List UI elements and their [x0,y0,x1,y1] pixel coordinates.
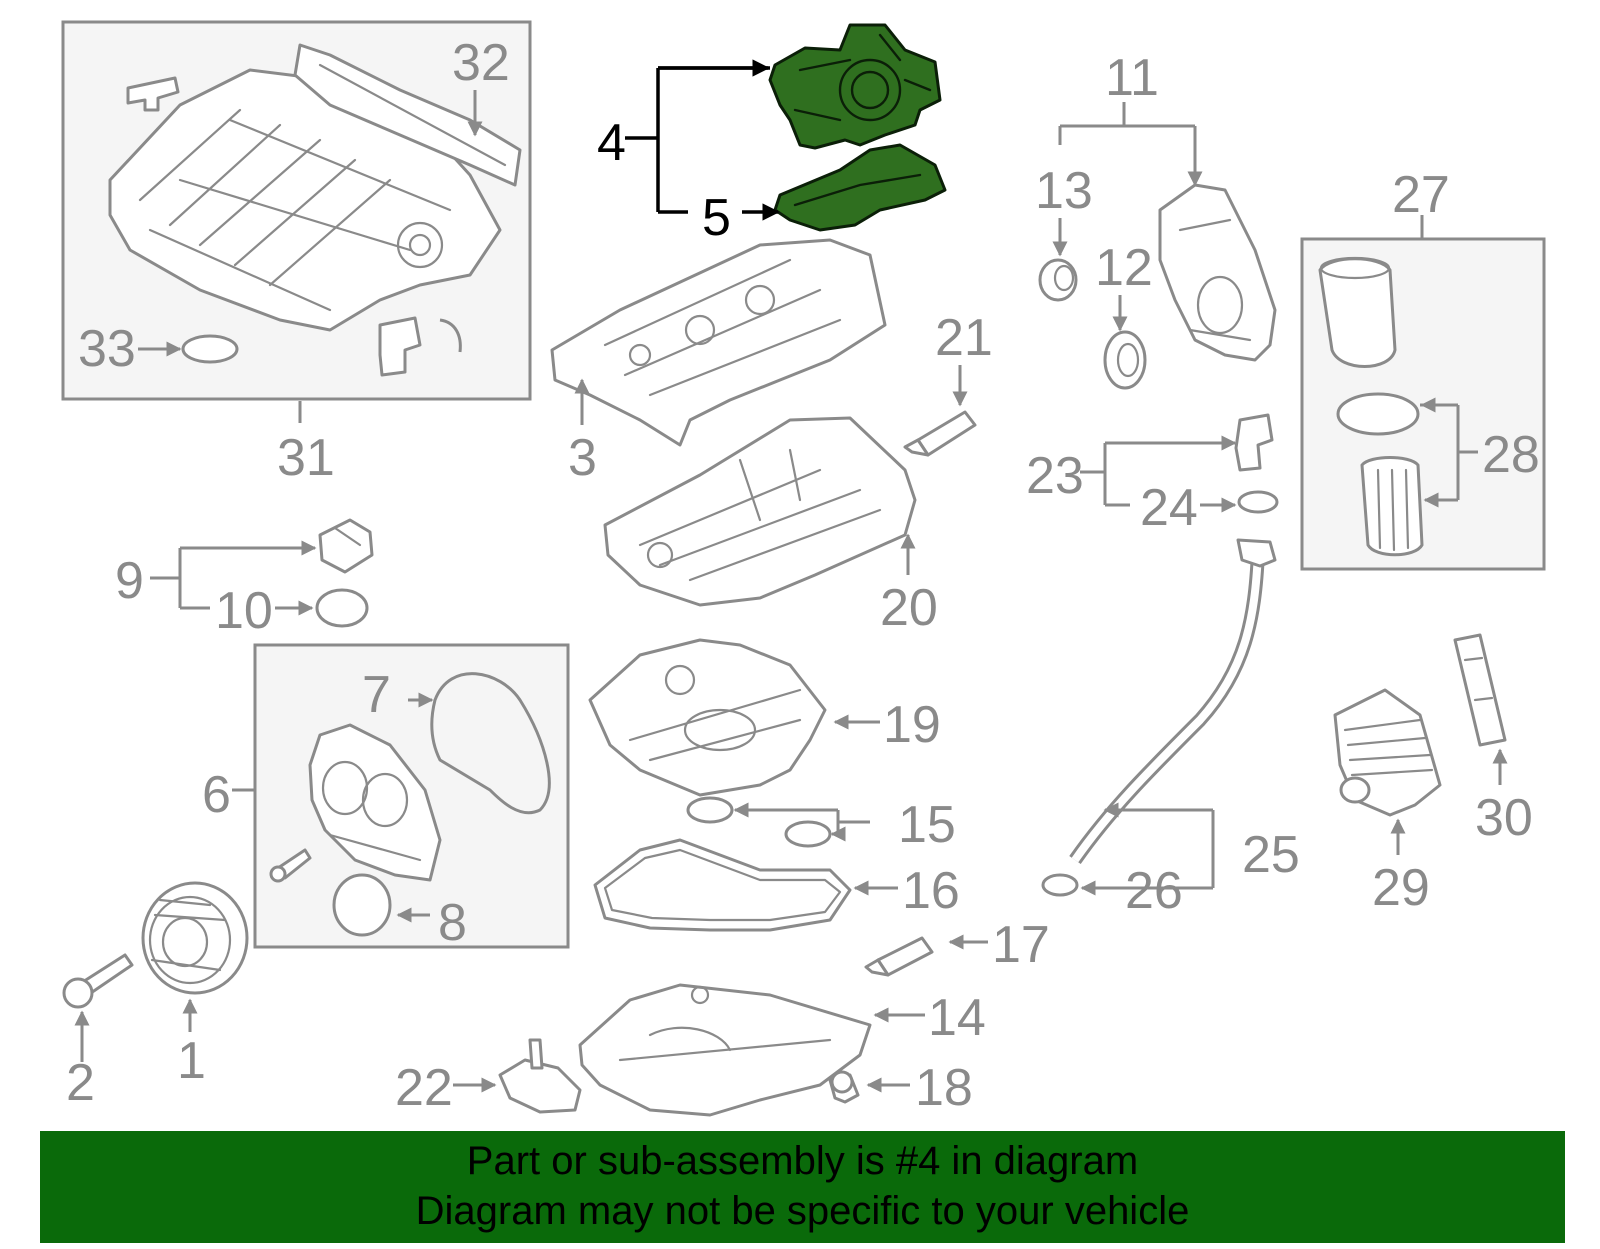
oil-filler-cap [318,518,374,574]
sealant-tube-17 [864,936,934,977]
lower-oil-pan [578,983,872,1117]
timing-cover-gasket [430,672,551,815]
o-ring-33 [181,334,239,364]
timing-cover [308,723,442,882]
o-ring-15a [686,796,734,824]
filler-neck [1234,413,1274,472]
callout-13: 13 [1035,162,1093,220]
crank-seal [332,873,392,937]
callout-21: 21 [935,309,993,367]
callout-27: 27 [1392,166,1450,224]
filter-element [1360,456,1424,557]
dipstick-tube [1069,538,1277,865]
oil-separator-highlighted [768,23,942,150]
callout-24: 24 [1140,479,1198,537]
callout-11: 11 [1105,49,1159,107]
crankshaft-pulley [141,881,249,995]
oil-cooler [1333,688,1442,817]
drain-plug [828,1070,860,1104]
pulley-bolt [62,953,134,1009]
callout-33: 33 [78,320,136,378]
cap-seal-ring [315,588,369,628]
callout-1: 1 [177,1032,206,1090]
oil-level-sensor [498,1038,582,1114]
oil-pan-gasket [593,838,852,932]
oil-baffle [588,638,827,797]
callout-5: 5 [702,189,731,247]
callout-19: 19 [883,696,941,754]
o-ring-15b [784,820,832,848]
callout-14: 14 [928,989,986,1047]
callout-6: 6 [202,766,231,824]
callout-12: 12 [1095,239,1153,297]
callout-2: 2 [66,1054,95,1112]
upper-oil-pan [603,416,917,607]
callout-29: 29 [1372,859,1430,917]
callout-25: 25 [1242,826,1300,884]
seal-12 [1103,330,1147,390]
callout-23: 23 [1026,447,1084,505]
callout-9: 9 [115,552,144,610]
callout-26: 26 [1125,862,1183,920]
cooler-gasket [1453,633,1507,747]
callout-22: 22 [395,1059,453,1117]
callout-8: 8 [438,894,467,952]
plug-13 [1038,258,1078,302]
banner-line-2: Diagram may not be specific to your vehi… [415,1189,1190,1233]
callout-16: 16 [902,862,960,920]
callout-28: 28 [1482,426,1540,484]
callout-17: 17 [992,916,1050,974]
chain-case-cover [1158,183,1277,362]
manifold-gasket [293,43,522,187]
seal-26 [1041,873,1079,897]
map-sensor [378,316,462,377]
callout-7: 7 [362,666,391,724]
seal-24 [1237,490,1279,514]
info-banner: Part or sub-assembly is #4 in diagram Di… [40,1131,1565,1243]
callout-20: 20 [880,579,938,637]
callout-18: 18 [915,1059,973,1117]
callout-30: 30 [1475,789,1533,847]
separator-gasket [773,143,947,232]
callout-32: 32 [452,34,510,92]
sensor-bracket [126,76,180,112]
callout-15: 15 [898,796,956,854]
sealant-tube-21 [903,410,977,457]
oil-filter-housing [1318,256,1397,368]
callout-3: 3 [568,429,597,487]
cover-bolt [269,848,312,883]
callout-4: 4 [597,114,626,172]
callout-10: 10 [215,582,273,640]
callout-31: 31 [277,429,335,487]
banner-line-1: Part or sub-assembly is #4 in diagram [466,1139,1139,1183]
filter-o-ring [1336,392,1420,436]
valve-cover [550,238,887,447]
